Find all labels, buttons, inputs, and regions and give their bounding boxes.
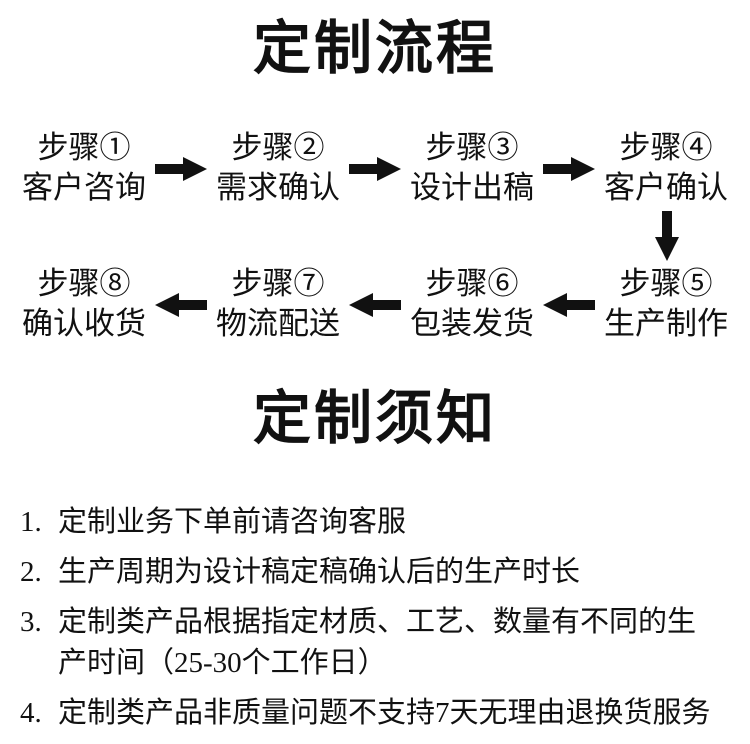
notice-item-number: 1. — [20, 506, 42, 538]
notice-title: 定制须知 — [252, 386, 497, 451]
step-5-number: 步骤⑤ — [619, 266, 713, 301]
arrow-right-icon — [543, 154, 595, 184]
arrow-right-icon — [349, 154, 401, 184]
step-6-label: 包装发货 — [410, 306, 534, 341]
step-2: 步骤② 需求确认 — [216, 128, 340, 208]
step-8-number: 步骤⑧ — [37, 266, 131, 301]
notice-item-text: 定制类产品根据指定材质、工艺、数量有不同的生产时间（25-30个工作日） — [58, 606, 697, 679]
notice-item: 2. 生产周期为设计稿定稿确认后的生产时长 — [20, 552, 732, 593]
notice-item: 4. 定制类产品非质量问题不支持7天无理由退换货服务 — [20, 693, 732, 734]
flow-row-1: 步骤① 客户咨询 步骤② 需求确认 步骤③ 设计出稿 步骤④ 客户确认 — [0, 128, 750, 208]
step-4-number: 步骤④ — [619, 130, 713, 165]
notice-item-number: 4. — [20, 697, 42, 729]
notice-item-text: 定制业务下单前请咨询客服 — [58, 506, 407, 538]
step-7-label: 物流配送 — [216, 306, 340, 341]
step-1-label: 客户咨询 — [22, 170, 146, 205]
arrow-left-icon — [349, 290, 401, 320]
notice-item-text: 定制类产品非质量问题不支持7天无理由退换货服务 — [58, 697, 711, 729]
flow-connector-row — [0, 208, 750, 264]
step-3: 步骤③ 设计出稿 — [410, 128, 534, 208]
step-7-number: 步骤⑦ — [231, 266, 325, 301]
step-1: 步骤① 客户咨询 — [22, 128, 146, 208]
step-4-label: 客户确认 — [604, 170, 728, 205]
step-3-number: 步骤③ — [425, 130, 519, 165]
step-7: 步骤⑦ 物流配送 — [216, 264, 340, 344]
notice-item-text: 生产周期为设计稿定稿确认后的生产时长 — [58, 556, 581, 588]
notice-item-number: 3. — [20, 606, 42, 638]
step-3-label: 设计出稿 — [410, 170, 534, 205]
step-5-label: 生产制作 — [604, 306, 728, 341]
step-6: 步骤⑥ 包装发货 — [410, 264, 534, 344]
step-2-number: 步骤② — [231, 130, 325, 165]
notice-item: 3. 定制类产品根据指定材质、工艺、数量有不同的生产时间（25-30个工作日） — [20, 602, 732, 684]
step-4: 步骤④ 客户确认 — [604, 128, 728, 208]
step-8-label: 确认收货 — [22, 306, 146, 341]
arrow-left-icon — [543, 290, 595, 320]
step-2-label: 需求确认 — [216, 170, 340, 205]
step-5: 步骤⑤ 生产制作 — [604, 264, 728, 344]
flow-title: 定制流程 — [252, 16, 497, 81]
arrow-right-icon — [155, 154, 207, 184]
notice-item: 1. 定制业务下单前请咨询客服 — [20, 502, 732, 543]
notice-list: 1. 定制业务下单前请咨询客服 2. 生产周期为设计稿定稿确认后的生产时长 3.… — [0, 502, 750, 734]
flow-row-2: 步骤⑧ 确认收货 步骤⑦ 物流配送 步骤⑥ 包装发货 步骤⑤ 生产制作 — [0, 264, 750, 344]
step-8: 步骤⑧ 确认收货 — [22, 264, 146, 344]
step-6-number: 步骤⑥ — [425, 266, 519, 301]
step-1-number: 步骤① — [37, 130, 131, 165]
arrow-left-icon — [155, 290, 207, 320]
notice-item-number: 2. — [20, 556, 42, 588]
arrow-down-icon — [654, 211, 680, 261]
